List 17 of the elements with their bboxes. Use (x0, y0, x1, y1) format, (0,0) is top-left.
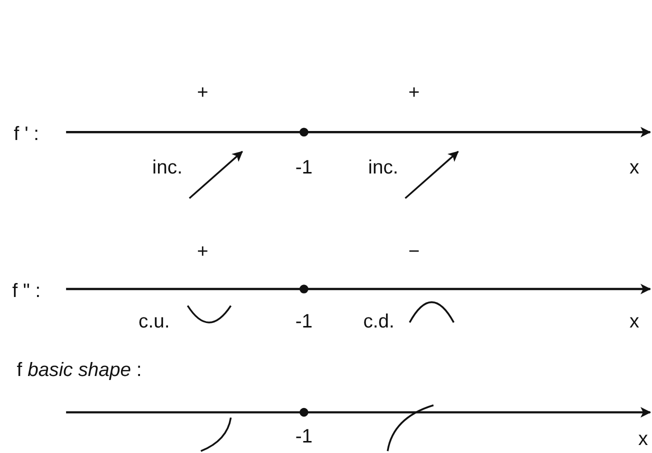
sign-label: − (408, 241, 420, 261)
sign-label: + (196, 241, 208, 261)
axis-label: x (629, 312, 640, 332)
point-label: -1 (295, 312, 313, 332)
behavior-label: inc. (368, 158, 398, 178)
behavior-label: c.u. (138, 312, 170, 332)
function-label: f basic shape : (16, 360, 142, 380)
axis-label: x (629, 158, 640, 178)
sign-label: + (196, 82, 208, 102)
axis-label: x (638, 429, 648, 448)
behavior-label: c.d. (363, 312, 394, 332)
point-label: -1 (295, 158, 313, 178)
sign-label: + (408, 82, 420, 102)
function-label: f ' : (14, 124, 40, 144)
behavior-label: inc. (152, 158, 182, 178)
function-label: f " : (12, 281, 41, 300)
point-label: -1 (295, 426, 313, 446)
